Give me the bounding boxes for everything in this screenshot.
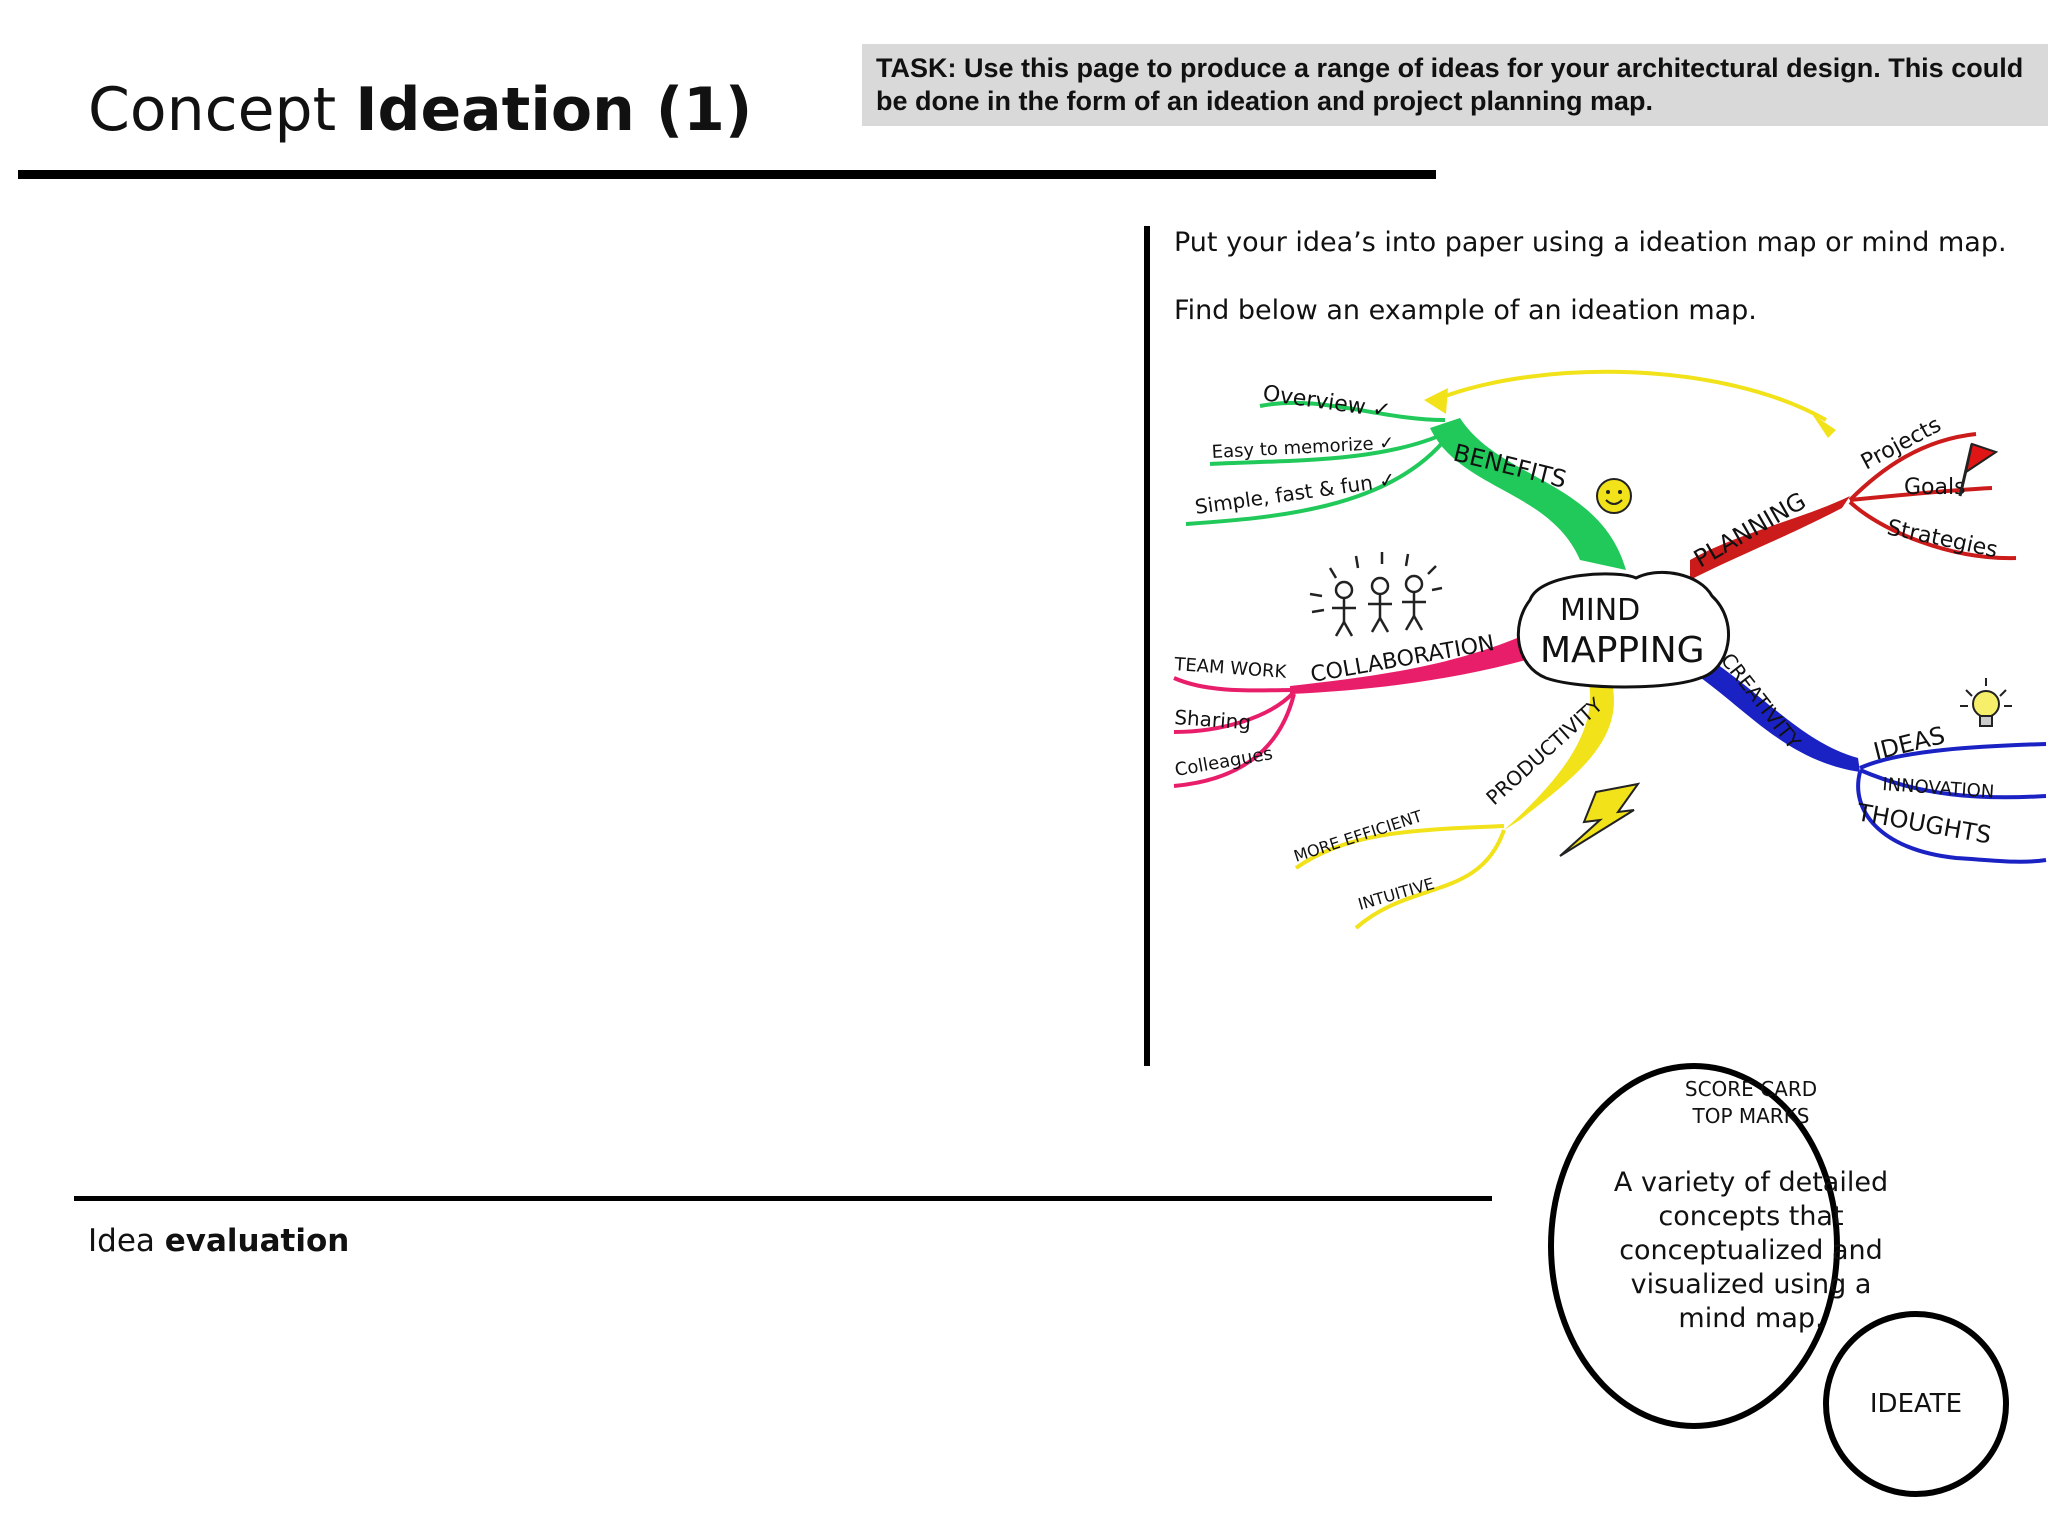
center-label-line-2: MAPPING xyxy=(1540,630,1705,671)
creativity-item-2: INNOVATION xyxy=(1882,774,1995,803)
smiley-icon xyxy=(1596,478,1632,514)
flag-icon xyxy=(1964,442,1999,475)
collaboration-branch xyxy=(1290,636,1526,694)
creativity-subline-1 xyxy=(1859,742,2047,770)
collaboration-subline-1 xyxy=(1173,676,1295,693)
collaboration-subline-2 xyxy=(1173,690,1296,734)
score-card-heading-2: TOP MARKS xyxy=(1692,1104,1810,1128)
collaboration-item-2: Sharing xyxy=(1174,705,1252,734)
page-title-regular: Concept xyxy=(88,75,356,145)
creativity-item-1: IDEAS xyxy=(1871,721,1948,766)
instruction-line-1: Put your idea’s into paper using a ideat… xyxy=(1174,227,2007,258)
page-title: Concept Ideation (1) xyxy=(88,72,752,148)
ideate-badge: IDEATE xyxy=(1823,1311,2009,1497)
creativity-subline-3 xyxy=(1856,771,2047,864)
evaluation-heading-regular: Idea xyxy=(88,1223,165,1259)
connector-arrow xyxy=(1439,369,1827,422)
creativity-item-3: THOUGHTS xyxy=(1854,798,1993,849)
creativity-subline-2 xyxy=(1859,768,2047,800)
productivity-branch xyxy=(1504,676,1614,830)
planning-subline-1 xyxy=(1848,432,1977,502)
ideate-badge-label: IDEATE xyxy=(1869,1389,1963,1419)
productivity-subline-1 xyxy=(1294,824,1505,870)
header-divider xyxy=(18,170,1436,179)
productivity-item-2: INTUITIVE xyxy=(1356,874,1437,914)
productivity-subline-2 xyxy=(1354,829,1506,930)
score-card-circle xyxy=(1548,1063,1840,1429)
center-cloud xyxy=(1516,570,1730,689)
planning-item-3: Strategies xyxy=(1885,515,2000,563)
vertical-divider xyxy=(1144,226,1150,1066)
productivity-item-1: MORE EFFICIENT xyxy=(1291,806,1424,865)
arrow-head-right xyxy=(1812,414,1836,438)
creativity-label: CREATIVITY xyxy=(1716,648,1806,754)
benefits-branch xyxy=(1430,418,1626,570)
task-box: TASK: Use this page to produce a range o… xyxy=(862,44,2048,126)
evaluation-heading: Idea evaluation xyxy=(88,1222,349,1260)
planning-item-2: Goals xyxy=(1904,475,1966,500)
benefits-subline-3 xyxy=(1185,434,1450,526)
center-label-line-1: MIND xyxy=(1560,593,1640,628)
arrow-head-left xyxy=(1424,388,1448,414)
page-title-bold: Ideation (1) xyxy=(355,75,753,145)
evaluation-heading-bold: evaluation xyxy=(164,1223,350,1259)
benefits-subline-2 xyxy=(1209,430,1449,466)
evaluation-divider xyxy=(74,1196,1492,1201)
creativity-branch xyxy=(1680,650,1860,772)
mind-map-illustration: Overview ✓ Easy to memorize ✓ Simple, fa… xyxy=(1173,369,2047,930)
benefits-subline-1 xyxy=(1259,400,1446,422)
team-figures-icon xyxy=(1309,552,1443,637)
score-card-text: A variety of detailed concepts that conc… xyxy=(1613,1167,1889,1334)
collaboration-item-1: TEAM WORK xyxy=(1173,654,1289,683)
score-card-heading-1: SCORE CARD xyxy=(1684,1077,1818,1101)
benefits-item-1: Overview ✓ xyxy=(1261,381,1392,424)
planning-subline-3 xyxy=(1848,500,2017,561)
lightning-icon xyxy=(1559,782,1641,857)
planning-branch xyxy=(1690,496,1850,580)
instruction-line-2: Find below an example of an ideation map… xyxy=(1174,295,1757,326)
planning-subline-2 xyxy=(1849,486,1993,502)
collaboration-subline-3 xyxy=(1173,693,1296,788)
lightbulb-icon xyxy=(1960,678,2012,727)
